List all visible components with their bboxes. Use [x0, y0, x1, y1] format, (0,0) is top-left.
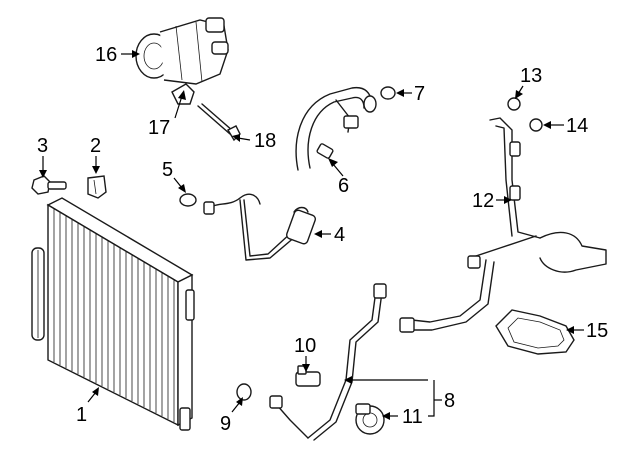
callout-13: 13	[520, 65, 542, 87]
callout-4: 4	[334, 224, 345, 246]
suction-hose-part	[295, 86, 377, 171]
callout-9: 9	[220, 413, 231, 435]
callout-12: 12	[472, 190, 494, 212]
callout-18: 18	[254, 130, 276, 152]
o-ring-7	[380, 86, 396, 100]
gasket-part	[495, 309, 575, 355]
expansion-valve-part	[355, 403, 385, 435]
callout-14: 14	[566, 115, 588, 137]
o-ring-5	[179, 193, 197, 207]
o-ring-14	[529, 118, 543, 132]
callout-16: 16	[95, 44, 117, 66]
callout-11: 11	[402, 406, 423, 428]
callout-3: 3	[37, 135, 48, 157]
liquid-line-part	[269, 283, 387, 441]
drier-line-part	[203, 193, 317, 261]
callout-1: 1	[76, 404, 87, 426]
callout-15: 15	[586, 320, 608, 342]
callout-5: 5	[162, 159, 173, 181]
callout-10: 10	[294, 335, 316, 357]
hose-assembly-part	[399, 117, 607, 333]
pressure-sensor-part	[295, 365, 321, 387]
condenser-part	[31, 197, 195, 431]
o-ring-13	[507, 97, 521, 111]
bracket-part	[87, 175, 107, 199]
callout-17: 17	[148, 117, 170, 139]
callout-2: 2	[90, 135, 101, 157]
o-ring-9	[236, 383, 252, 401]
compressor-part	[135, 17, 229, 85]
callout-7: 7	[414, 83, 425, 105]
callout-8: 8	[444, 390, 455, 412]
callout-6: 6	[338, 175, 349, 197]
bolt-part	[31, 175, 67, 195]
leader-lines	[39, 50, 584, 420]
long-bolt-part	[197, 103, 241, 142]
